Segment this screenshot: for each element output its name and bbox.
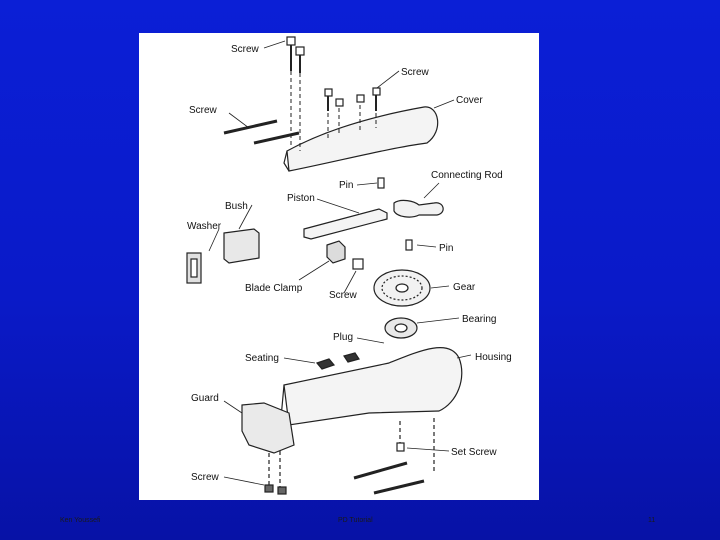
seating-part <box>315 358 336 370</box>
exploded-assembly-diagram: Screw Screw Screw Cover Pin Connecting R… <box>139 33 539 500</box>
label-screw-mid: Screw <box>329 290 358 301</box>
label-washer: Washer <box>187 221 222 232</box>
label-screw-bottom: Screw <box>191 472 220 483</box>
cover-part <box>286 106 439 172</box>
label-screw-top: Screw <box>231 44 260 55</box>
label-piston: Piston <box>287 193 315 204</box>
label-bearing: Bearing <box>462 314 496 325</box>
footer-title: PD Tutorial <box>338 517 373 524</box>
diagram-drawing: Screw Screw Screw Cover Pin Connecting R… <box>186 36 512 495</box>
label-blade-clamp: Blade Clamp <box>245 283 303 294</box>
connecting-rod-part <box>393 199 444 218</box>
label-housing: Housing <box>475 352 512 363</box>
footer-page-number: 11 <box>648 517 656 524</box>
label-connecting-rod: Connecting Rod <box>431 170 503 181</box>
label-screw-right: Screw <box>401 67 430 78</box>
guard-part <box>241 402 295 454</box>
label-cover: Cover <box>456 95 483 106</box>
bush-part <box>223 228 260 264</box>
label-pin-top: Pin <box>339 180 353 191</box>
label-bush: Bush <box>225 201 248 212</box>
label-plug: Plug <box>333 332 353 343</box>
label-screw-left: Screw <box>189 105 218 116</box>
label-pin-mid: Pin <box>439 243 453 254</box>
footer-author: Ken Youssefi <box>60 517 101 524</box>
label-gear: Gear <box>453 282 476 293</box>
housing-part <box>283 347 463 426</box>
label-set-screw: Set Screw <box>451 447 497 458</box>
label-guard: Guard <box>191 393 219 404</box>
label-seating: Seating <box>245 353 279 364</box>
piston-part <box>303 208 388 240</box>
blade-clamp-part <box>326 240 346 264</box>
screw-left-shaft <box>223 119 278 135</box>
